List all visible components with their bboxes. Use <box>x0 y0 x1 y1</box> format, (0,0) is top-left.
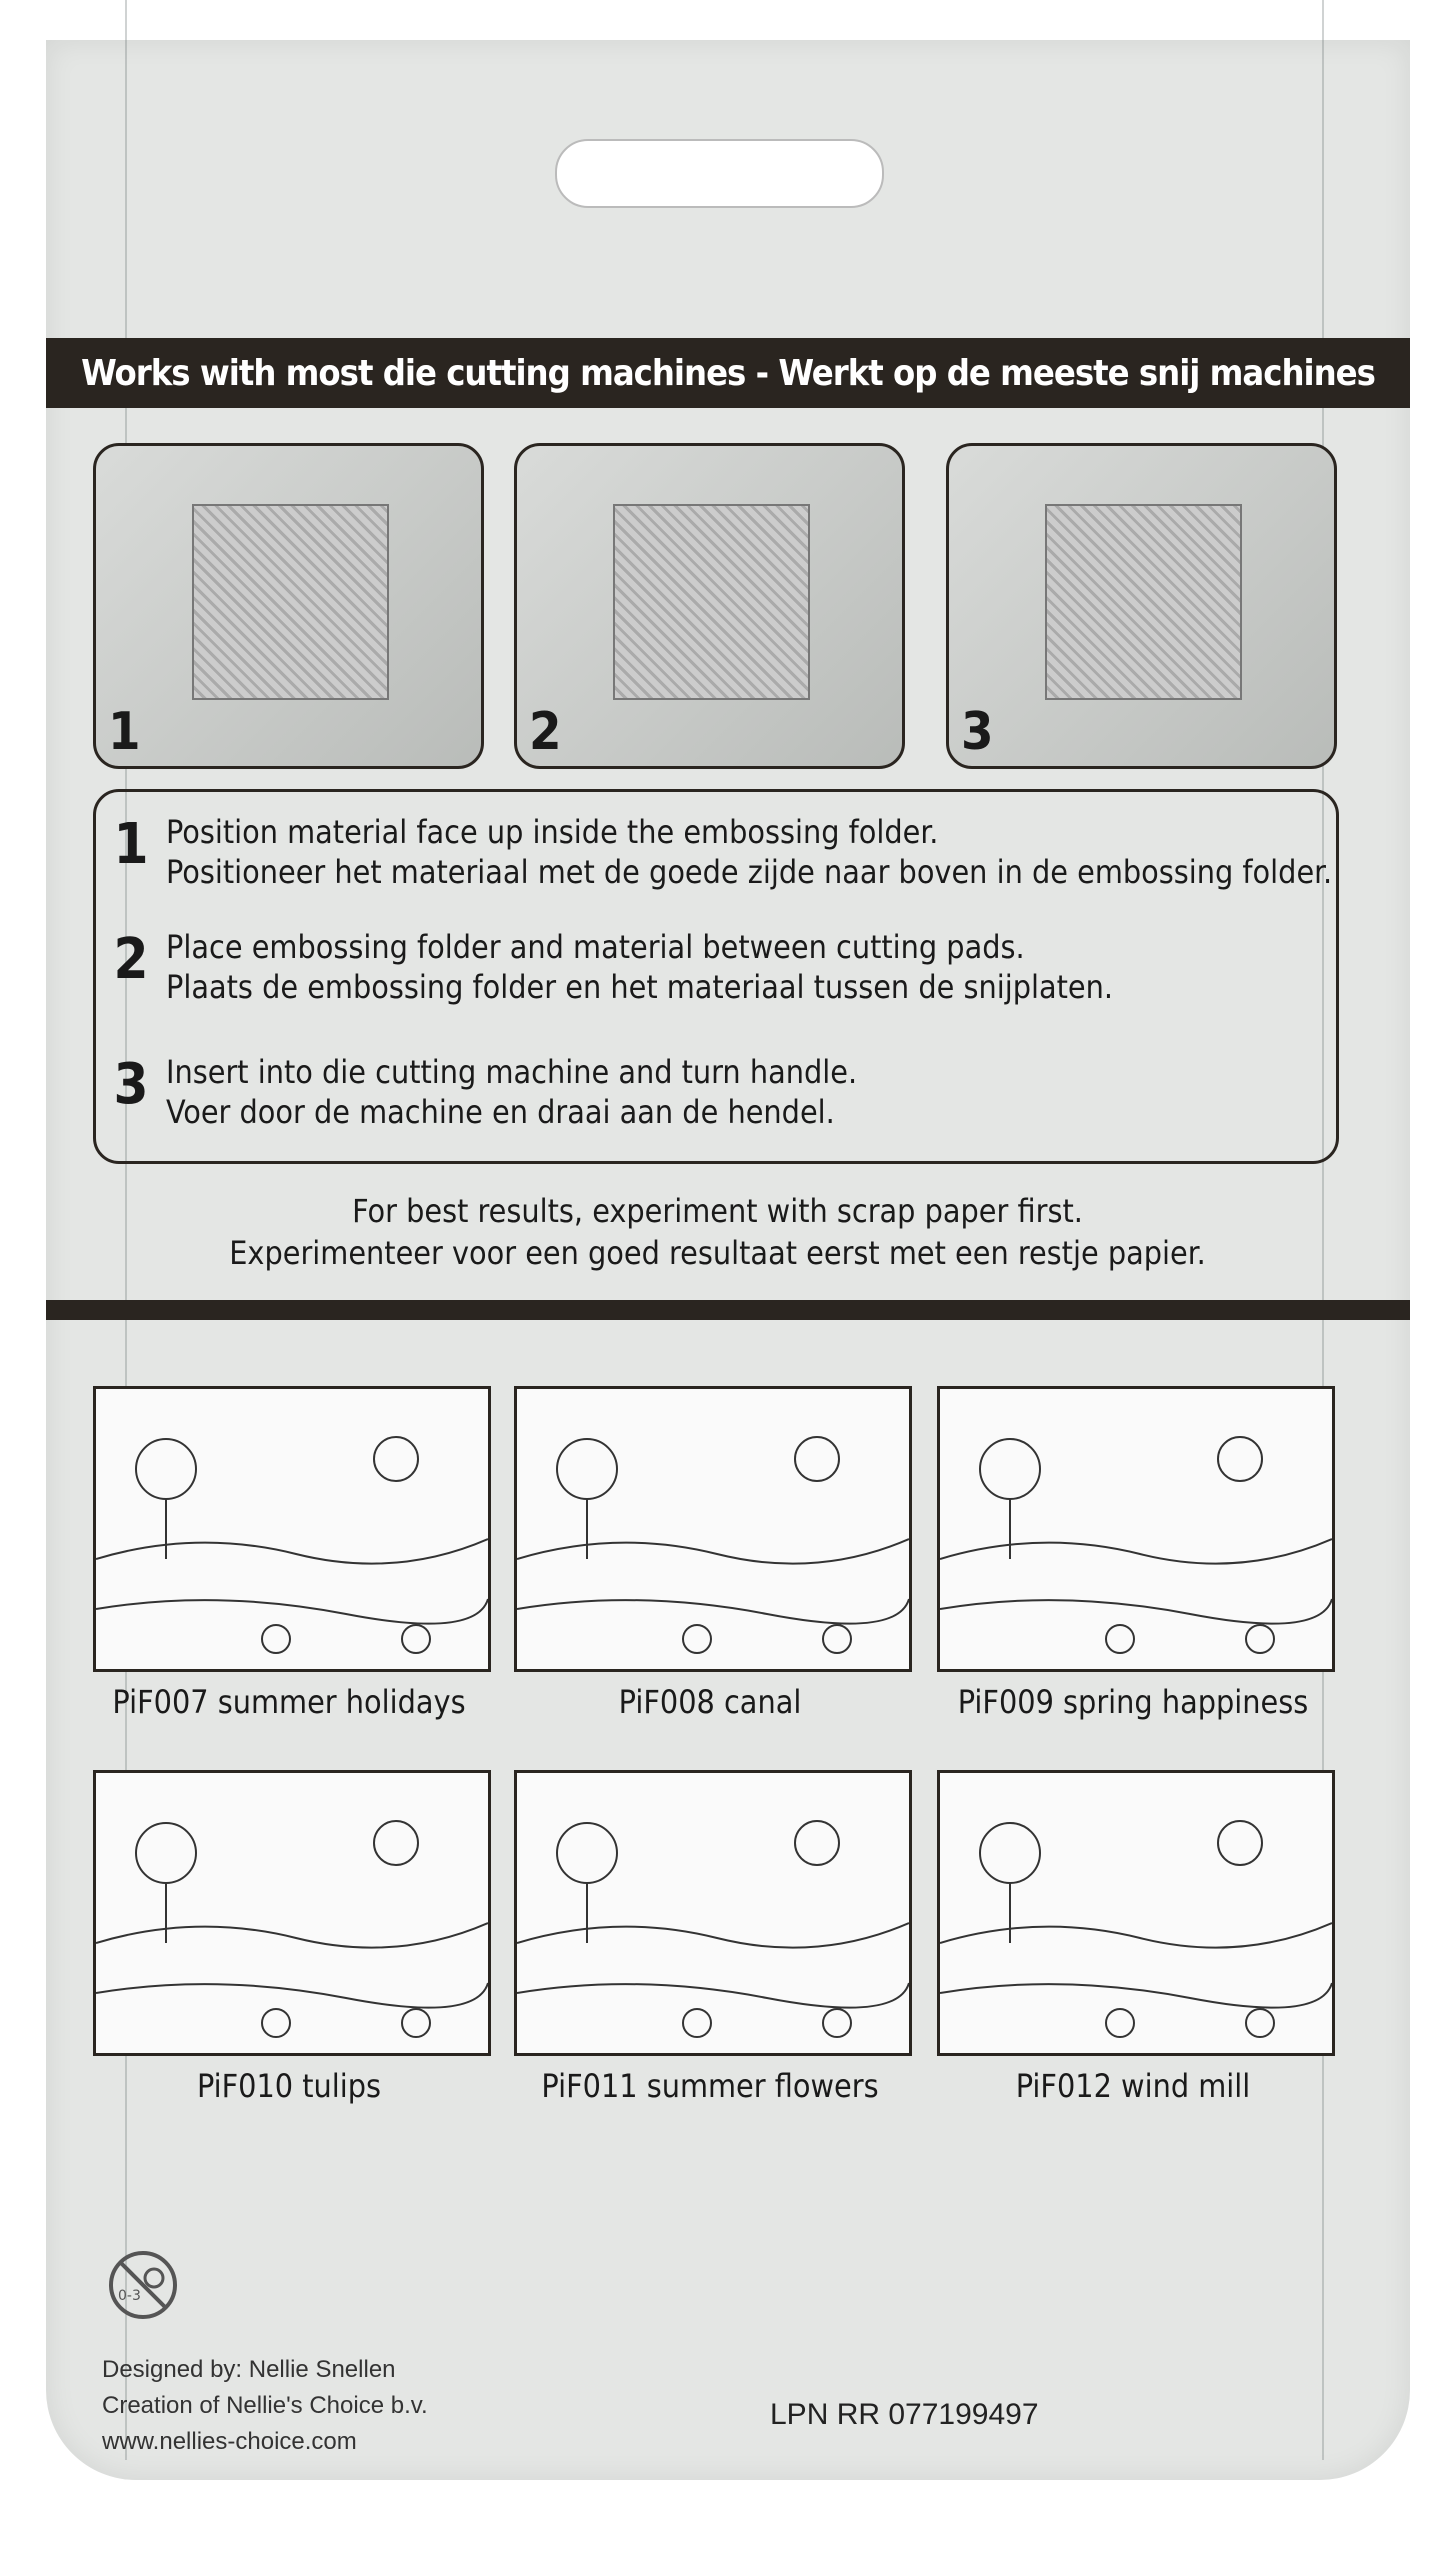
embossing-folder-image <box>192 503 389 700</box>
product-thumbnail <box>93 1770 491 2056</box>
instruction-nl: Positioneer het materiaal met de goede z… <box>166 853 1333 891</box>
age-label: 0-3 <box>118 2288 141 2304</box>
line-art-illustration <box>96 1436 488 1654</box>
tip-en: For best results, experiment with scrap … <box>352 1192 1083 1230</box>
banner-text: Works with most die cutting machines - W… <box>81 352 1376 394</box>
product-thumbnail <box>514 1386 912 1672</box>
product-thumbnail <box>93 1386 491 1672</box>
product-label: PiF012 wind mill <box>1015 2067 1251 2105</box>
cutting-pads-image <box>613 503 810 700</box>
line-art-illustration <box>96 1820 488 2038</box>
product-label: PiF011 summer flowers <box>541 2067 879 2105</box>
footer-credits: Designed by: Nellie Snellen Creation of … <box>102 2352 428 2460</box>
instructions-box: 1 Position material face up inside the em… <box>93 789 1339 1164</box>
step-photo-2: 2 <box>514 443 905 769</box>
step-number: 2 <box>529 702 562 762</box>
instruction-nl: Voer door de machine en draai aan de hen… <box>166 1093 835 1131</box>
line-art-illustration <box>517 1820 909 2038</box>
instruction-en: Place embossing folder and material betw… <box>166 928 1025 966</box>
divider-band <box>46 1300 1410 1320</box>
product-label: PiF009 spring happiness <box>957 1683 1309 1721</box>
age-warning-icon: 0-3 <box>109 2251 177 2319</box>
product-thumbnail <box>937 1386 1335 1672</box>
product-label: PiF010 tulips <box>196 2067 382 2105</box>
line-art-illustration <box>940 1820 1332 2038</box>
tip-text: For best results, experiment with scrap … <box>0 1190 1435 1274</box>
instruction-3: 3 Insert into die cutting machine and tur… <box>96 1052 857 1132</box>
company-credit: Creation of Nellie's Choice b.v. <box>102 2392 428 2419</box>
instruction-nl: Plaats de embossing folder en het materi… <box>166 968 1114 1006</box>
instruction-en: Insert into die cutting machine and turn… <box>166 1053 858 1091</box>
tip-nl: Experimenteer voor een goed resultaat ee… <box>229 1234 1206 1272</box>
line-art-illustration <box>517 1436 909 1654</box>
lpn-label: LPN RR 077199497 <box>770 2398 1039 2431</box>
line-art-illustration <box>940 1436 1332 1654</box>
header-banner: Works with most die cutting machines - W… <box>46 338 1410 408</box>
instruction-1: 1 Position material face up inside the em… <box>96 812 1332 892</box>
step-number: 1 <box>108 702 141 762</box>
step-number: 3 <box>961 702 994 762</box>
machine-image <box>1045 503 1242 700</box>
instruction-number: 1 <box>113 812 149 877</box>
hanger-hole <box>555 139 884 208</box>
instruction-number: 2 <box>113 927 149 992</box>
product-thumbnail <box>937 1770 1335 2056</box>
website-link: www.nellies-choice.com <box>102 2428 357 2455</box>
instruction-2: 2 Place embossing folder and material bet… <box>96 927 1113 1007</box>
instruction-en: Position material face up inside the emb… <box>166 813 939 851</box>
blister-edge <box>125 0 1324 2460</box>
designer-credit: Designed by: Nellie Snellen <box>102 2356 396 2383</box>
product-thumbnail <box>514 1770 912 2056</box>
step-photo-3: 3 <box>946 443 1337 769</box>
product-label: PiF007 summer holidays <box>112 1683 466 1721</box>
step-photo-1: 1 <box>93 443 484 769</box>
instruction-number: 3 <box>113 1052 149 1117</box>
product-label: PiF008 canal <box>618 1683 802 1721</box>
